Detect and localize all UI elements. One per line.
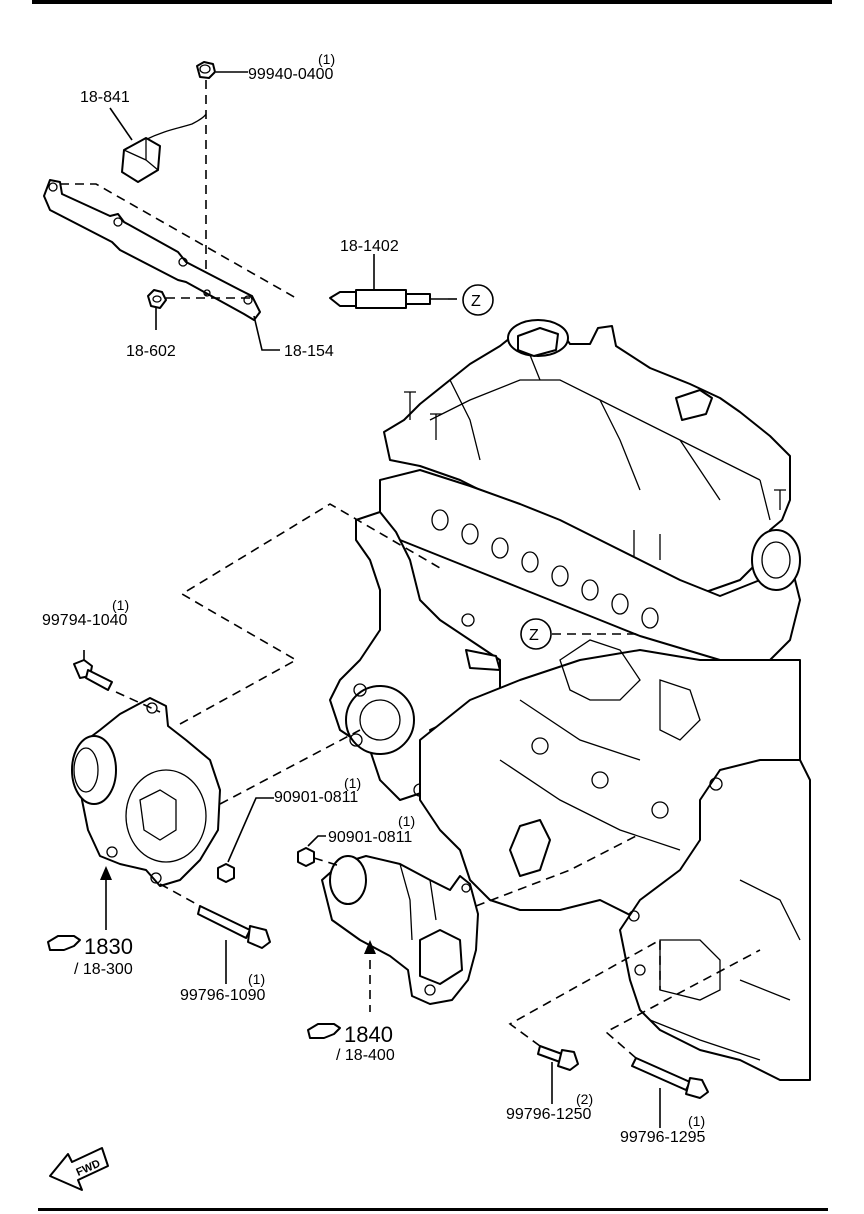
glow-plug-group [43,61,494,351]
qty-99940-0400: (1) [318,51,335,67]
label-18-602: 18-602 [126,343,176,360]
label-99794-1040: 99794-1040 [42,612,128,629]
bolt-starter-1-part [537,1045,579,1071]
sensor-part [121,113,207,183]
label-99796-1295: 99796-1295 [620,1129,706,1146]
bolt-starter-2-part [631,1057,709,1099]
ref-18-300: / 18-300 [74,961,133,978]
label-99796-1250: 99796-1250 [506,1106,592,1123]
fwd-arrow-icon: FWD [49,1147,109,1191]
label-18-841: 18-841 [80,89,130,106]
label-99940-0400: 99940-0400 [248,66,334,83]
nut-alt-part [217,863,235,883]
label-99796-1090: 99796-1090 [180,987,266,1004]
label-18-154: 18-154 [284,343,334,360]
alternator-part [71,697,221,887]
nut-left-part [147,289,167,309]
label-18-1402: 18-1402 [340,238,399,255]
bolt-alt-bottom-part [197,905,271,949]
z-marker-engine [520,618,552,650]
ref-1840: 1840 [344,1022,393,1047]
nut-starter-part [297,847,315,867]
z-label-top: Z [471,293,481,310]
qty-99796-1090: (1) [248,971,265,987]
qty-99796-1250: (2) [576,1091,593,1107]
qty-90901-0811-starter: (1) [398,813,415,829]
z-marker-top [462,284,494,316]
qty-99796-1295: (1) [688,1113,705,1129]
ref-hand-icon-alternator [47,935,81,951]
qty-99794-1040: (1) [112,597,129,613]
ref-hand-icon-starter [307,1023,341,1039]
glow-plug-part [329,289,448,309]
label-90901-0811-alt: 90901-0811 [274,789,358,806]
nut-top-part [196,61,216,79]
qty-90901-0811-alt: (1) [344,775,361,791]
starter-part [321,855,479,1005]
bolt-alt-top-part [73,659,113,691]
z-label-engine: Z [529,627,539,644]
bus-bar-part [43,179,261,321]
bottom-border [38,1208,828,1211]
label-90901-0811-starter: 90901-0811 [328,829,412,846]
ref-18-400: / 18-400 [336,1047,395,1064]
ref-1830: 1830 [84,934,133,959]
top-border [32,0,832,4]
